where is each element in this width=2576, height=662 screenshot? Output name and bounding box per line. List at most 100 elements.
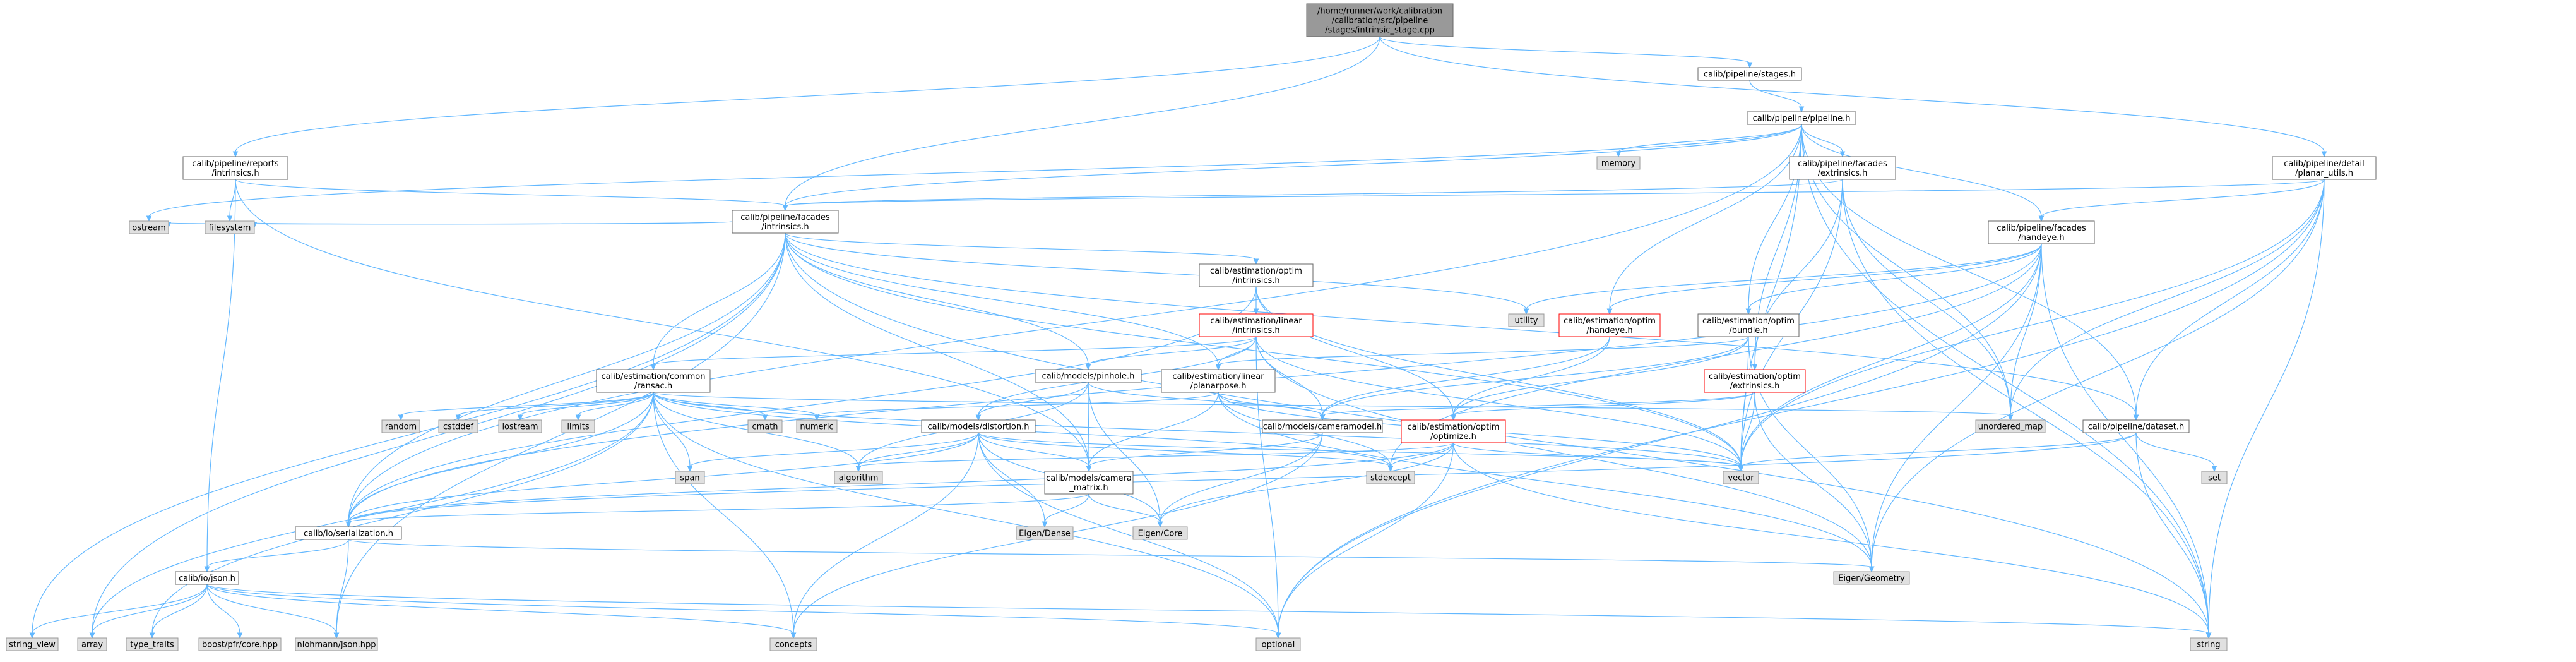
node-label: cmath: [752, 423, 778, 432]
include-edge-distortion-to-vector: [978, 432, 1744, 472]
include-edge-json-to-string_view: [29, 584, 208, 639]
node-box: [1401, 419, 1506, 443]
node-box: [747, 419, 783, 433]
include-edge-pipeline-to-ostream: [146, 124, 1802, 222]
node-label: /planar_utils.h: [2295, 169, 2353, 178]
node-optim-ext[interactable]: calib/estimation/optim/extrinsics.h: [1704, 369, 1806, 393]
node-label: calib/io/serialization.h: [304, 529, 393, 539]
node-eigen-geometry: Eigen/Geometry: [1833, 571, 1910, 585]
include-edge-root-to-detail_planar: [1379, 36, 2327, 158]
node-box: [1199, 313, 1314, 337]
include-edge-distortion-to-camera_matrix: [978, 432, 1092, 472]
include-edge-distortion-to-span: [687, 432, 979, 472]
node-box: [675, 471, 705, 484]
include-edge-facades_intr-to-optim_intr: [785, 232, 1259, 265]
node-optim-optimize[interactable]: calib/estimation/optim/optimize.h: [1401, 419, 1506, 443]
include-edge-serialization-to-json: [204, 539, 349, 573]
node-box: [198, 637, 282, 651]
node-set: set: [2201, 471, 2228, 484]
node-label: /calibration/src/pipeline: [1332, 16, 1428, 26]
include-edge-optim_optimize-to-string: [1452, 442, 2212, 639]
node-box: [1789, 156, 1896, 180]
node-box: [834, 471, 883, 484]
node-label: calib/models/camera: [1046, 474, 1132, 483]
node-reports-intr[interactable]: calib/pipeline/reports/intrinsics.h: [182, 156, 288, 180]
include-edge-detail_planar-to-facades_intr: [782, 179, 2325, 212]
node-label: string_view: [9, 641, 56, 650]
node-box: [796, 419, 838, 433]
node-box: [1508, 313, 1545, 327]
node-unordered-map: unordered_map: [1975, 419, 2046, 433]
node-box: [126, 637, 179, 651]
node-box: [1704, 369, 1806, 393]
include-edge-json-to-boost_pfr: [206, 584, 243, 639]
node-box: [1975, 419, 2046, 433]
node-box: [438, 419, 478, 433]
node-detail-planar[interactable]: calib/pipeline/detail/planar_utils.h: [2272, 156, 2377, 180]
node-dataset[interactable]: calib/pipeline/dataset.h: [2082, 419, 2190, 433]
include-edge-root-to-stages: [1379, 36, 1753, 69]
node-optim-intr[interactable]: calib/estimation/optim/intrinsics.h: [1199, 263, 1314, 287]
include-edge-dataset-to-vector: [1738, 432, 2137, 472]
node-label: calib/io/json.h: [179, 574, 235, 584]
include-edge-linear_intr-to-pinhole: [1085, 336, 1257, 371]
include-edge-facades_intr-to-dataset: [785, 232, 2139, 421]
node-cameramodel[interactable]: calib/models/cameramodel.h: [1262, 419, 1383, 433]
node-label: limits: [567, 423, 590, 432]
node-box: [1366, 471, 1415, 484]
node-linear-planar[interactable]: calib/estimation/linear/planarpose.h: [1161, 369, 1276, 393]
node-camera-matrix[interactable]: calib/models/camera_matrix.h: [1044, 471, 1134, 495]
node-linear-intr[interactable]: calib/estimation/linear/intrinsics.h: [1199, 313, 1314, 337]
node-stages[interactable]: calib/pipeline/stages.h: [1697, 67, 1802, 81]
node-box: [6, 637, 59, 651]
include-edge-linear_planar-to-numeric: [814, 392, 1219, 421]
node-json[interactable]: calib/io/json.h: [175, 571, 239, 585]
node-common-ransac[interactable]: calib/estimation/common/ransac.h: [596, 369, 711, 393]
node-label: /extrinsics.h: [1730, 382, 1780, 391]
node-facades-ext[interactable]: calib/pipeline/facades/extrinsics.h: [1789, 156, 1896, 180]
include-edge-facades_handeye-to-string: [2041, 243, 2212, 639]
node-optim-bundle[interactable]: calib/estimation/optim/bundle.h: [1697, 313, 1800, 337]
node-label: ostream: [132, 224, 166, 233]
include-edge-dataset-to-serialization: [345, 432, 2137, 528]
include-edge-stages-to-pipeline: [1749, 80, 1805, 113]
node-facades-handeye[interactable]: calib/pipeline/facades/handeye.h: [1988, 220, 2095, 244]
node-label: calib/estimation/optim: [1709, 372, 1801, 382]
node-label: calib/pipeline/detail: [2284, 159, 2364, 169]
node-label: numeric: [800, 423, 833, 432]
node-numeric: numeric: [796, 419, 838, 433]
include-edge-facades_intr-to-filesystem: [251, 221, 733, 229]
node-label: calib/pipeline/reports: [192, 159, 279, 169]
include-edge-facades_intr-to-camera_matrix: [785, 232, 1092, 472]
node-algorithm: algorithm: [834, 471, 883, 484]
node-serialization[interactable]: calib/io/serialization.h: [295, 526, 402, 540]
include-edge-common_ransac-to-iostream: [517, 392, 654, 421]
node-label: calib/estimation/optim: [1210, 267, 1302, 276]
node-label: calib/estimation/optim: [1408, 423, 1500, 432]
node-pinhole[interactable]: calib/models/pinhole.h: [1035, 369, 1142, 383]
node-facades-intr[interactable]: calib/pipeline/facades/intrinsics.h: [732, 210, 839, 234]
node-distortion[interactable]: calib/models/distortion.h: [921, 419, 1036, 433]
node-box: [1596, 156, 1641, 170]
node-pipeline[interactable]: calib/pipeline/pipeline.h: [1747, 111, 1856, 125]
include-edge-common_ransac-to-numeric: [653, 392, 820, 421]
include-edge-reports_intr-to-json: [204, 179, 236, 573]
node-ostream: ostream: [129, 220, 169, 234]
node-label: Eigen/Dense: [1019, 529, 1071, 539]
node-label: cstddef: [443, 423, 474, 432]
node-root[interactable]: /home/runner/work/calibration/calibratio…: [1306, 3, 1454, 37]
node-label: /handeye.h: [1586, 326, 1632, 335]
include-edge-facades_intr-to-linear_planar: [785, 232, 1221, 371]
node-optim-handeye[interactable]: calib/estimation/optim/handeye.h: [1558, 313, 1661, 337]
node-label: calib/models/cameramodel.h: [1263, 423, 1382, 432]
node-label: concepts: [775, 641, 812, 650]
include-edge-dataset-to-set: [2135, 432, 2217, 472]
include-edge-detail_planar-to-eigen_geometry: [1868, 179, 2325, 573]
node-vector: vector: [1723, 471, 1759, 484]
node-label: nlohmann/json.hpp: [297, 641, 376, 650]
include-edge-pipeline-to-memory: [1615, 124, 1802, 158]
node-label: calib/pipeline/dataset.h: [2088, 423, 2184, 432]
node-label: calib/estimation/optim: [1564, 316, 1656, 326]
node-label: /handeye.h: [2018, 233, 2064, 243]
node-box: [1988, 220, 2095, 244]
